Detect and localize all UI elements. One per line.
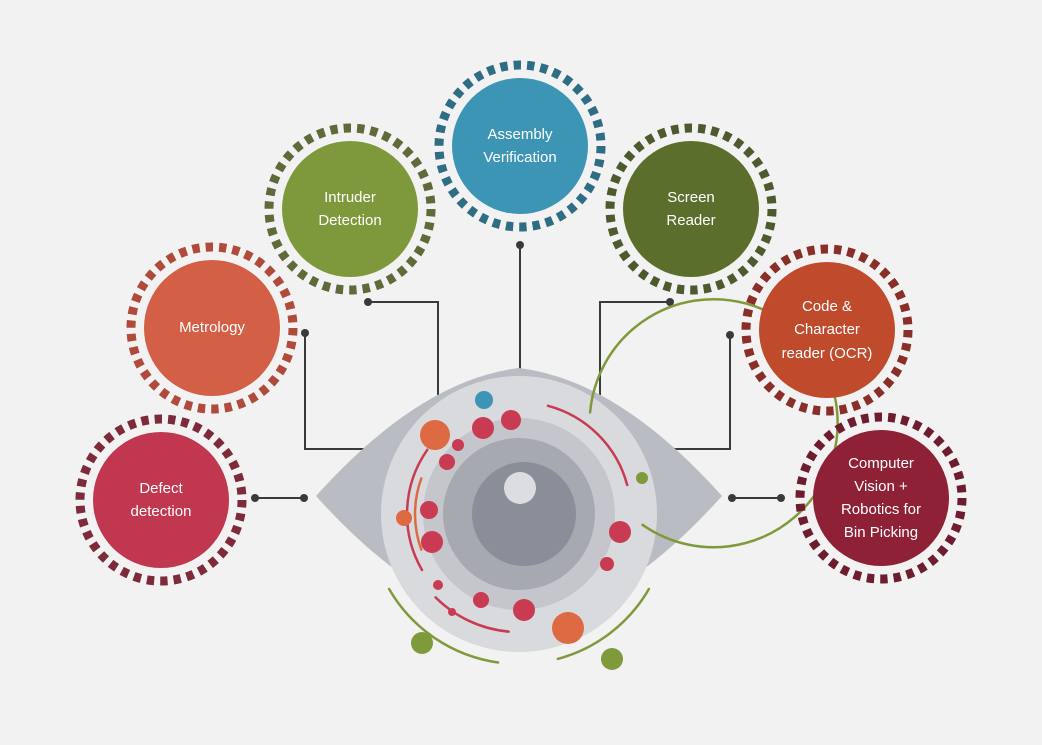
decor-dot xyxy=(472,417,494,439)
iris-arc xyxy=(546,404,629,487)
decor-dot xyxy=(439,454,455,470)
node-computer-vision-robotics-fill xyxy=(813,430,949,566)
node-intruder-detection xyxy=(264,123,436,295)
decor-dot xyxy=(609,521,631,543)
decor-dot xyxy=(452,439,464,451)
node-screen-reader-ring xyxy=(605,123,777,295)
connector-line xyxy=(599,301,670,395)
connector-line xyxy=(368,301,439,395)
decor-dot xyxy=(475,391,493,409)
iris-arc xyxy=(387,587,500,664)
decor-dot xyxy=(601,648,623,670)
decor-dot xyxy=(552,612,584,644)
node-assembly-verification-ring xyxy=(434,60,606,232)
node-defect-detection-fill xyxy=(93,432,229,568)
connector-dot xyxy=(516,241,524,249)
connector-dot xyxy=(666,298,674,306)
decor-dot xyxy=(411,632,433,654)
node-code-character-reader xyxy=(741,244,913,416)
eye-pupil xyxy=(472,462,576,566)
node-metrology-fill xyxy=(144,260,280,396)
eye-graphic xyxy=(316,297,839,670)
connector-dot xyxy=(726,331,734,339)
decor-dot xyxy=(636,472,648,484)
node-screen-reader-fill xyxy=(623,141,759,277)
decor-dot xyxy=(448,608,456,616)
node-code-character-reader-ring xyxy=(741,244,913,416)
node-assembly-verification xyxy=(434,60,606,232)
node-computer-vision-robotics-ring xyxy=(795,412,967,584)
decor-dot xyxy=(421,531,443,553)
decor-dot xyxy=(473,592,489,608)
connector-dot xyxy=(300,494,308,502)
decor-dot xyxy=(420,501,438,519)
eye-highlight xyxy=(504,472,536,504)
node-intruder-detection-fill xyxy=(282,141,418,277)
decor-dot xyxy=(433,580,443,590)
node-defect-detection-ring xyxy=(75,414,247,586)
connector-dot xyxy=(777,494,785,502)
node-defect-detection xyxy=(75,414,247,586)
connector-dot xyxy=(301,329,309,337)
iris-arc xyxy=(413,477,423,551)
iris-arc xyxy=(556,587,651,661)
node-screen-reader xyxy=(605,123,777,295)
iris-arc xyxy=(434,596,510,633)
connector-line xyxy=(672,335,731,450)
connector-dot xyxy=(364,298,372,306)
connector-dot xyxy=(251,494,259,502)
connector-line xyxy=(304,333,368,450)
decor-dot xyxy=(501,410,521,430)
node-assembly-verification-fill xyxy=(452,78,588,214)
node-computer-vision-robotics xyxy=(795,412,967,584)
node-metrology xyxy=(126,242,298,414)
decor-dot xyxy=(513,599,535,621)
decor-dot xyxy=(396,510,412,526)
iris-arc xyxy=(405,448,429,572)
node-circles xyxy=(75,60,967,586)
decor-dot xyxy=(420,420,450,450)
connector-dot xyxy=(728,494,736,502)
connector-lines xyxy=(251,241,785,502)
node-intruder-detection-ring xyxy=(264,123,436,295)
node-metrology-ring xyxy=(126,242,298,414)
node-code-character-reader-fill xyxy=(759,262,895,398)
decor-dot xyxy=(600,557,614,571)
